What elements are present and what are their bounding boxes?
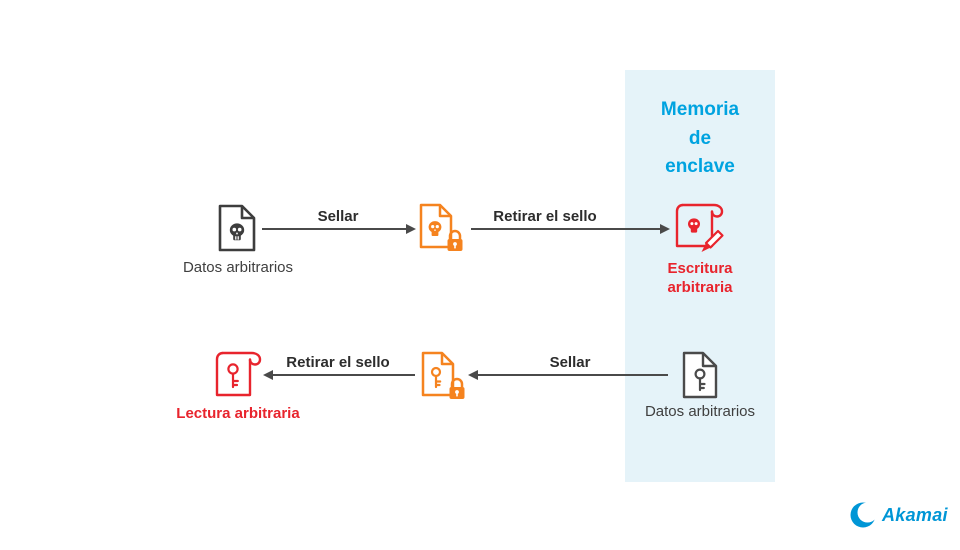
scroll-key-icon <box>211 347 265 406</box>
enclave-panel-title: Memoria de enclave <box>660 99 740 177</box>
top-source-label: Datos arbitrarios <box>182 259 294 276</box>
seal-arrow-bottom <box>468 370 668 380</box>
unseal-arrow-top <box>471 224 670 234</box>
sealed-skull-document-lock-icon <box>417 203 465 260</box>
sealed-key-document-lock-icon <box>419 351 467 408</box>
akamai-wave-icon <box>850 501 878 529</box>
unseal-arrow-top-label: Retirar el sello <box>493 208 597 225</box>
bottom-result-label: Lectura arbitraria <box>176 405 300 422</box>
brand-name: Akamai <box>882 504 948 525</box>
key-document-icon <box>681 351 719 404</box>
seal-arrow-bottom-label: Sellar <box>549 354 591 371</box>
scroll-pen-skull-icon <box>671 200 729 259</box>
unseal-arrow-bottom <box>263 370 415 380</box>
skull-document-icon <box>216 204 258 257</box>
seal-arrow-top <box>262 224 416 234</box>
enclave-memory-panel: Memoria de enclave <box>625 70 775 482</box>
bottom-source-label: Datos arbitrarios <box>644 403 756 420</box>
seal-arrow-top-label: Sellar <box>317 208 359 225</box>
unseal-arrow-bottom-label: Retirar el sello <box>286 354 390 371</box>
akamai-logo: Akamai <box>850 501 948 529</box>
top-result-label: Escritura arbitraria <box>667 260 733 296</box>
